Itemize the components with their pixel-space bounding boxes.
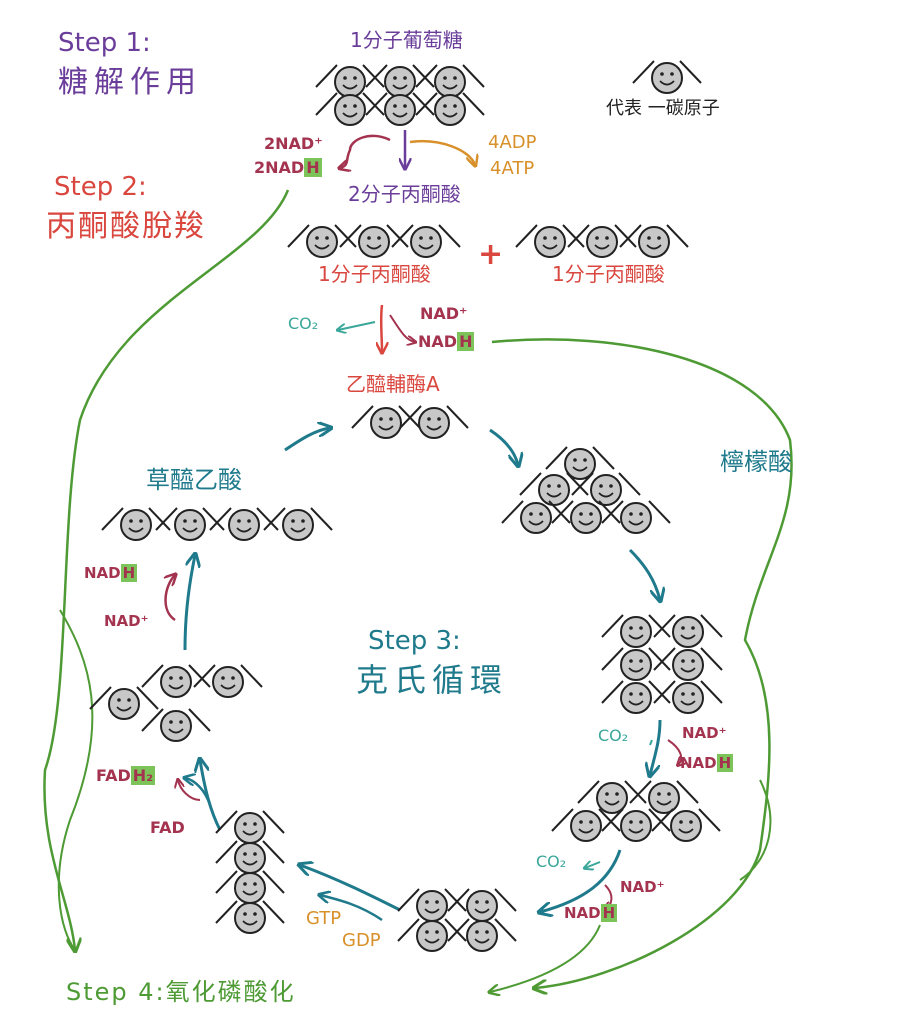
- fumarate-malate-molecules: [89, 664, 263, 742]
- pyruvate-left-molecules: [287, 224, 461, 258]
- pyruvate-right-molecules: [515, 224, 689, 258]
- decarboxylation-arrow: [381, 304, 382, 352]
- step1-pyruvate: 2分子丙酮酸: [348, 182, 461, 206]
- adp-to-atp-arrow: [409, 139, 475, 165]
- cycle-arrow-2: [489, 428, 518, 465]
- step4-label: Step 4:氧化磷酸化: [66, 978, 296, 1006]
- cycle-arrow-5: [540, 849, 622, 912]
- co2-a-arrow: [649, 739, 653, 746]
- step1-atp: 4ATP: [490, 158, 535, 179]
- step2-nad-in: NAD⁺: [420, 304, 468, 323]
- nad-to-nadh-arrow: [340, 134, 391, 168]
- nad-a-label: NAD⁺: [682, 724, 727, 742]
- step2-nad-arrow: [389, 314, 415, 342]
- cycle-arrow-4: [650, 719, 662, 775]
- pyruvate-right-label: 1分子丙酮酸: [552, 262, 665, 286]
- co2-b-arrow: [585, 862, 601, 868]
- cycle-arrow-6b: [320, 895, 383, 922]
- fad-label: FAD: [150, 818, 185, 837]
- citrate-molecules: [501, 446, 671, 534]
- nad-a-arrow: [667, 739, 681, 765]
- citrate-label: 檸檬酸: [720, 448, 792, 476]
- succinate-molecules: [215, 810, 285, 934]
- co2-a-label: CO₂: [598, 726, 629, 745]
- co2-release-arrow: [338, 321, 376, 330]
- step2-heading: Step 2:: [54, 172, 147, 202]
- glucose-label: 1分子葡萄糖: [350, 28, 463, 52]
- succinyl-coa-molecules: [397, 888, 517, 952]
- step1-heading: Step 1:: [58, 28, 151, 58]
- cycle-arrow-7b: [185, 778, 212, 806]
- cycle-arrow-3: [628, 548, 660, 600]
- gdp-label: GDP: [342, 930, 381, 951]
- flow-arrow-nadh-a-branch: [739, 779, 772, 881]
- flow-arrow-nadh-b-to-step4: [490, 924, 601, 992]
- nad-c-arrow: [166, 575, 175, 622]
- plus-sign: +: [478, 237, 504, 272]
- cycle-arrow-8: [183, 555, 195, 651]
- step2-title: 丙酮酸脫羧: [46, 209, 206, 244]
- glucose-molecules: [315, 64, 485, 126]
- cycle-arrow-7: [200, 760, 222, 831]
- legend-carbon-molecule: [632, 60, 702, 94]
- fad-arrow: [178, 780, 201, 801]
- oxaloacetate-molecules: [101, 507, 333, 541]
- gtp-label: GTP: [306, 908, 342, 929]
- isocitrate-molecules: [601, 614, 723, 714]
- step2-co2: CO₂: [288, 314, 319, 333]
- acetyl-coa-label: 乙醯輔酶A: [346, 372, 440, 396]
- nad-b-label: NAD⁺: [620, 878, 665, 896]
- nad-c-label: NAD⁺: [104, 612, 149, 630]
- cycle-arrow-6: [300, 865, 401, 912]
- step1-adp: 4ADP: [488, 132, 537, 153]
- step3-heading: Step 3:: [368, 626, 461, 656]
- flow-arrow-step2-nadh-to-step4: [491, 338, 793, 988]
- flow-arrow-step1-to-step4: [43, 189, 290, 950]
- pyruvate-left-label: 1分子丙酮酸: [318, 262, 431, 286]
- acetyl-coa-molecules: [351, 405, 469, 439]
- oxaloacetate-label: 草醯乙酸: [146, 466, 242, 494]
- legend-label: 代表 一碳原子: [606, 98, 720, 119]
- step3-title: 克氏循環: [356, 661, 509, 699]
- step1-nad-in: 2NAD⁺: [264, 134, 323, 153]
- cycle-arrow-1: [284, 428, 330, 452]
- flow-arrow-left-branch: [57, 609, 94, 951]
- ketoglutarate-molecules: [551, 780, 721, 842]
- step1-title: 糖解作用: [58, 65, 202, 100]
- co2-b-label: CO₂: [536, 852, 567, 871]
